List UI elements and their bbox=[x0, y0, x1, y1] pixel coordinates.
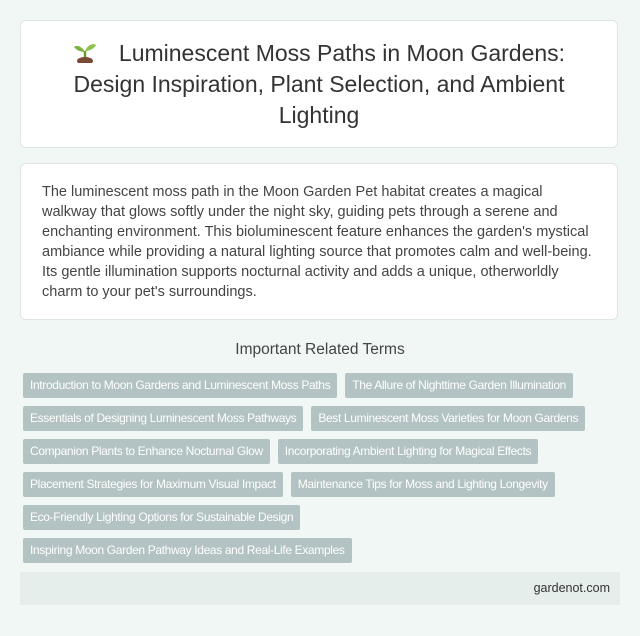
related-term-tag[interactable]: Companion Plants to Enhance Nocturnal Gl… bbox=[23, 439, 270, 464]
related-term-tag[interactable]: The Allure of Nighttime Garden Illuminat… bbox=[345, 373, 573, 398]
related-term-tag[interactable]: Incorporating Ambient Lighting for Magic… bbox=[277, 439, 539, 464]
page-title: Luminescent Moss Paths in Moon Gardens: … bbox=[21, 38, 617, 131]
description-text: The luminescent moss path in the Moon Ga… bbox=[42, 184, 592, 300]
related-term-tag[interactable]: Best Luminescent Moss Varieties for Moon… bbox=[311, 406, 586, 431]
related-term-tag[interactable]: Maintenance Tips for Moss and Lighting L… bbox=[290, 472, 555, 497]
related-term-tag[interactable]: Introduction to Moon Gardens and Lumines… bbox=[23, 373, 338, 398]
related-term-tag[interactable]: Placement Strategies for Maximum Visual … bbox=[23, 472, 283, 497]
related-term-tag[interactable]: Essentials of Designing Luminescent Moss… bbox=[23, 406, 304, 431]
description-card: The luminescent moss path in the Moon Ga… bbox=[20, 163, 618, 320]
header-card: Luminescent Moss Paths in Moon Gardens: … bbox=[20, 20, 618, 148]
footer-site-link[interactable]: gardenot.com bbox=[533, 581, 610, 595]
page-title-text: Luminescent Moss Paths in Moon Gardens: … bbox=[73, 39, 566, 128]
related-terms-list: Introduction to Moon Gardens and Lumines… bbox=[23, 373, 623, 563]
related-term-tag[interactable]: Eco-Friendly Lighting Options for Sustai… bbox=[23, 505, 301, 530]
related-term-tag[interactable]: Inspiring Moon Garden Pathway Ideas and … bbox=[23, 538, 352, 563]
related-terms-title: Important Related Terms bbox=[235, 341, 405, 358]
footer: gardenot.com bbox=[20, 572, 620, 605]
seedling-icon bbox=[73, 43, 96, 63]
